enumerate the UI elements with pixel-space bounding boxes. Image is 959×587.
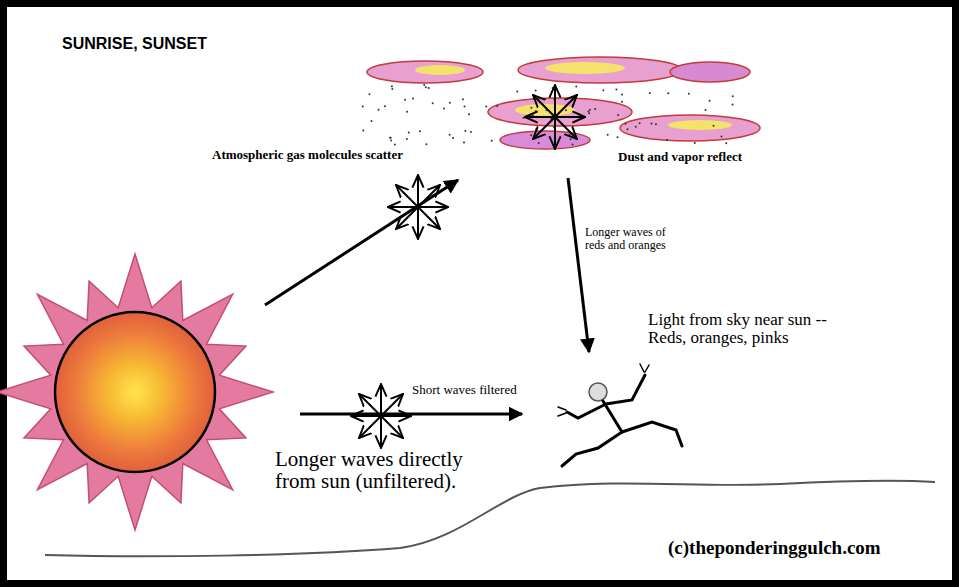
label: Atmospheric gas molecules scatter bbox=[212, 148, 403, 162]
clouds bbox=[362, 57, 760, 149]
picture-frame bbox=[7, 7, 952, 580]
label: (c)theponderinggulch.com bbox=[668, 538, 881, 558]
stick-figure bbox=[558, 364, 682, 466]
label: Longer waves of reds and oranges bbox=[585, 226, 685, 251]
scatter-symbol bbox=[351, 384, 411, 448]
label: Short waves filtered bbox=[412, 383, 517, 397]
scatter-symbol bbox=[525, 85, 585, 149]
label: Dust and vapor reflect bbox=[618, 150, 742, 164]
label: Longer waves directly from sun (unfilter… bbox=[275, 448, 503, 492]
title: SUNRISE, SUNSET bbox=[62, 36, 207, 53]
sun bbox=[0, 254, 273, 530]
label: Light from sky near sun --Reds, oranges,… bbox=[648, 311, 846, 347]
reflected-ray-arrow bbox=[568, 178, 589, 352]
scatter-symbol bbox=[388, 175, 448, 239]
sky-ray-arrow bbox=[265, 180, 458, 305]
